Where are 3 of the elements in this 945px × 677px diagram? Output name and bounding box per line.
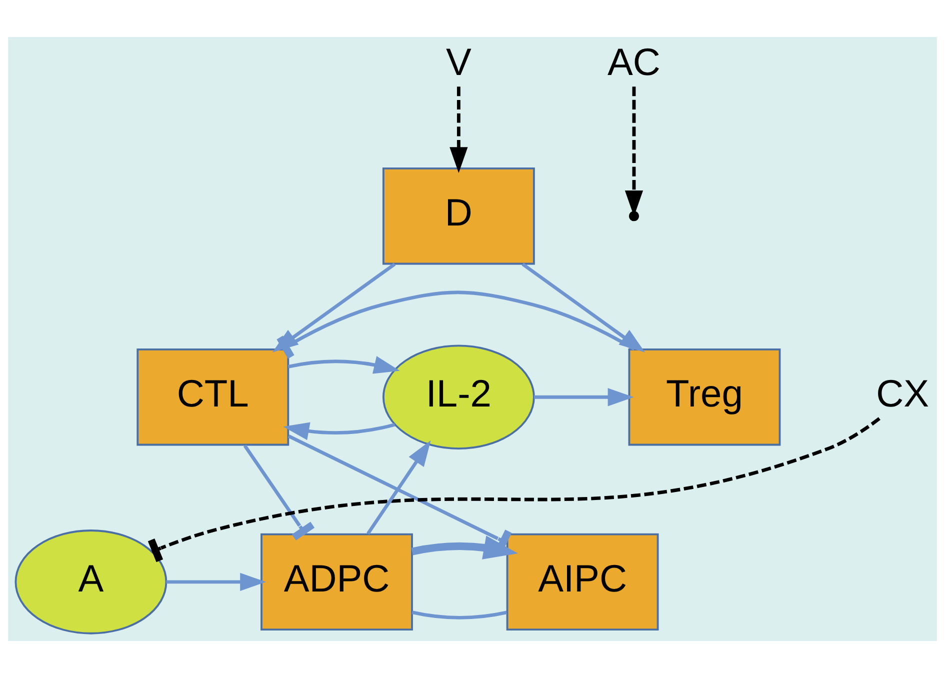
node-text: V — [446, 42, 472, 84]
node-text: CX — [876, 373, 930, 416]
node-text: AC — [608, 42, 660, 84]
